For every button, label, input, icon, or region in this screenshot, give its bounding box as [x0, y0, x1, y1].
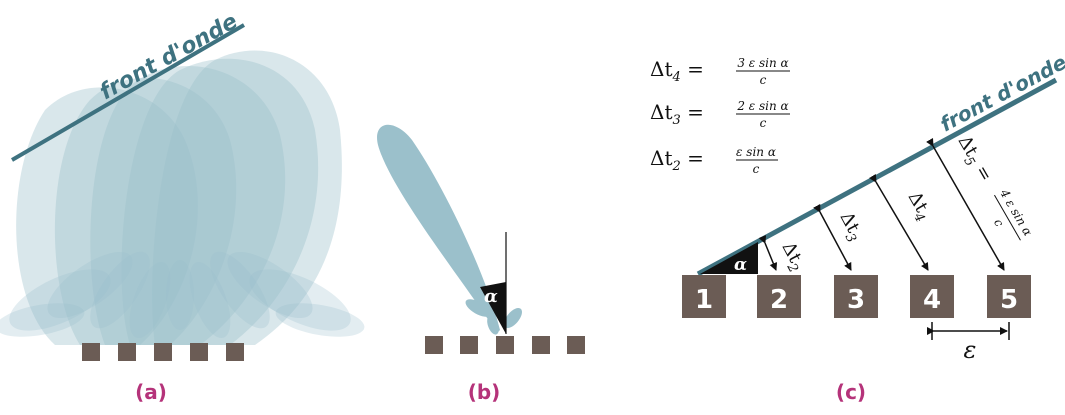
panel-b-elements — [425, 336, 585, 354]
side-lobe — [487, 315, 499, 335]
element — [496, 336, 514, 354]
panel-b-alpha: α — [484, 286, 498, 307]
delay-5-numerator: 4 ε sin α — [997, 186, 1035, 238]
element-4 — [910, 275, 954, 318]
equation-dt2: Δt2 = ε sin α c — [650, 145, 778, 176]
panel-c-label: (c) — [836, 380, 866, 404]
element — [154, 343, 172, 361]
element-5 — [987, 275, 1031, 318]
element-3-number: 3 — [847, 285, 865, 315]
element-4-number: 4 — [923, 285, 941, 315]
svg-text:c: c — [753, 162, 760, 176]
side-lobe — [465, 299, 491, 317]
element — [567, 336, 585, 354]
element — [425, 336, 443, 354]
element-2-number: 2 — [770, 285, 788, 315]
panel-c-angle-wedge — [700, 242, 758, 274]
spacing-indicator — [927, 322, 1010, 340]
delay-label-5: Δt5 = 4 ε sin α c — [950, 132, 1035, 241]
equation-list: Δt4 = 3 ε sin α c Δt3 = 2 ε sin α c Δt2 … — [650, 56, 790, 176]
panel-b-beam — [377, 124, 522, 335]
delay-arrow-4 — [868, 173, 929, 271]
lobe-2 — [54, 77, 237, 345]
svg-text:Δt3 =: Δt3 = — [650, 100, 704, 128]
panel-a-wavefront — [10, 23, 246, 162]
panel-c-alpha: α — [734, 255, 747, 275]
svg-text:c: c — [760, 116, 767, 130]
element-1 — [682, 275, 726, 318]
element — [190, 343, 208, 361]
equation-dt4: Δt4 = 3 ε sin α c — [650, 56, 790, 87]
delay-arrow-3 — [813, 203, 852, 271]
element — [118, 343, 136, 361]
element-3 — [834, 275, 878, 318]
element — [532, 336, 550, 354]
panel-b-angle-wedge — [480, 282, 506, 334]
lobe-4 — [121, 58, 319, 345]
panel-a-lobes — [0, 50, 365, 345]
svg-text:c: c — [760, 73, 767, 87]
svg-text:Δt2 =: Δt2 = — [650, 146, 704, 174]
svg-text:Δt4 =: Δt4 = — [650, 57, 704, 85]
element — [226, 343, 244, 361]
lobe-3 — [90, 65, 286, 345]
equation-dt3: Δt3 = 2 ε sin α c — [650, 99, 790, 130]
element — [460, 336, 478, 354]
delay-arrow-2 — [758, 235, 778, 271]
delay-5-denominator: c — [991, 216, 1007, 229]
svg-text:Δt5 =: Δt5 = — [950, 132, 996, 187]
main-lobe — [377, 124, 500, 333]
delay-arrow-5 — [926, 137, 1005, 271]
delay-label-2: Δt2 — [774, 238, 809, 275]
panel-b-label: (b) — [468, 380, 501, 404]
delay-arrows — [758, 137, 1005, 271]
panel-c-elements: 1 2 3 4 5 — [682, 275, 1031, 318]
side-lobe — [504, 308, 522, 328]
lobe-5 — [152, 50, 342, 345]
element-2 — [757, 275, 801, 318]
delay-label-4: Δt4 — [900, 188, 936, 225]
panel-a-elements — [82, 343, 244, 361]
panel-c-front-label: front d'onde — [936, 50, 1065, 137]
svg-text:3 ε sin α: 3 ε sin α — [737, 56, 788, 70]
element — [82, 343, 100, 361]
element-5-number: 5 — [1000, 285, 1018, 315]
panel-a-label: (a) — [135, 380, 167, 404]
element-1-number: 1 — [695, 285, 713, 315]
spacing-symbol: ε — [964, 336, 977, 364]
delay-labels: Δt2 Δt3 Δt4 Δt5 = 4 ε sin α c — [774, 132, 1035, 275]
svg-text:2 ε sin α: 2 ε sin α — [736, 99, 788, 113]
lobe-1 — [16, 87, 198, 345]
svg-text:ε sin α: ε sin α — [736, 145, 776, 159]
delay-label-3: Δt3 — [832, 208, 867, 245]
side-lobes — [0, 251, 365, 338]
